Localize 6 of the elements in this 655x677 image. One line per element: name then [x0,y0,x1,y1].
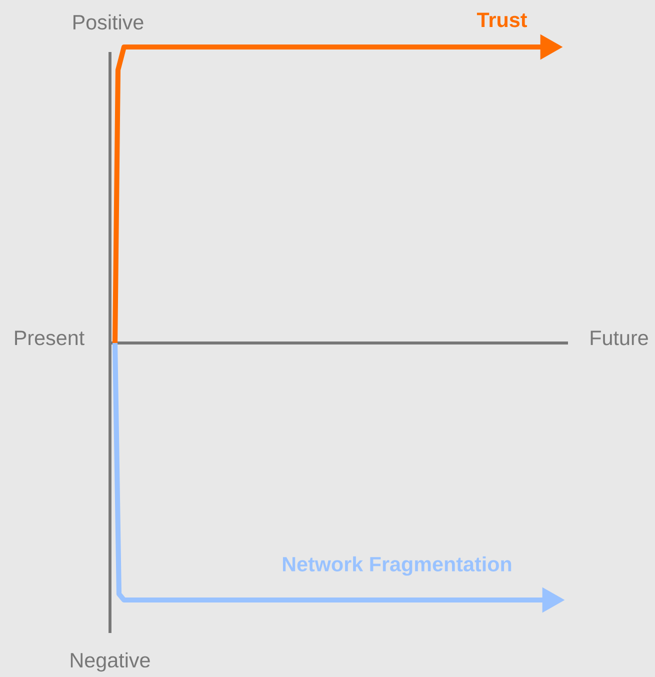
line-label: Trust [476,12,527,28]
line-label: Network Fragmentation [282,556,512,576]
axis-label: Future [590,330,648,346]
axis-label: Present [15,330,84,346]
axis-label: Positive [74,14,144,30]
axis-label: Negative [70,652,150,672]
